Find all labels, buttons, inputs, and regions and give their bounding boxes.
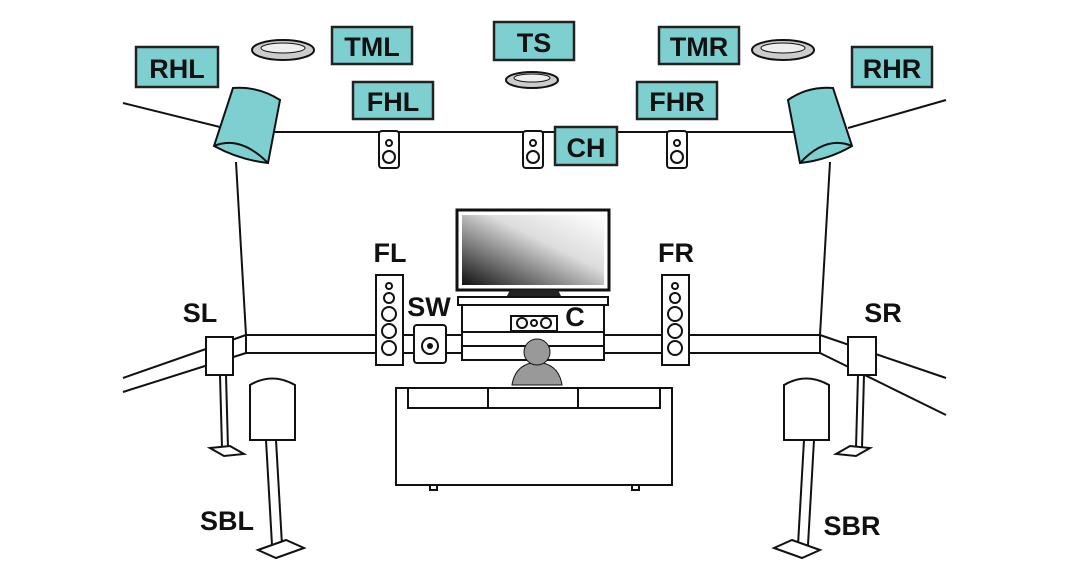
label-rhl: RHL bbox=[134, 45, 220, 89]
svg-text:TS: TS bbox=[517, 28, 552, 58]
tv bbox=[455, 208, 611, 298]
speaker-rhr bbox=[786, 86, 854, 165]
ceiling-speaker-tml bbox=[251, 39, 315, 61]
label-fhl: FHL bbox=[351, 80, 435, 121]
speaker-fl bbox=[375, 274, 404, 366]
speaker-fhr bbox=[666, 130, 688, 169]
label-rhr: RHR bbox=[850, 45, 934, 89]
label-fr: FR bbox=[658, 238, 694, 268]
speaker-sbr bbox=[771, 377, 830, 560]
speaker-sw bbox=[413, 324, 447, 364]
sofa bbox=[395, 387, 673, 491]
speaker-fhl bbox=[378, 130, 400, 169]
ceiling-speaker-tmr bbox=[751, 39, 815, 61]
label-c: C bbox=[565, 302, 585, 332]
ceiling-speaker-ts bbox=[505, 71, 559, 89]
label-tmr: TMR bbox=[657, 25, 741, 66]
label-sbr: SBR bbox=[823, 511, 880, 541]
svg-text:RHL: RHL bbox=[149, 54, 205, 84]
svg-text:CH: CH bbox=[567, 133, 606, 163]
label-sw: SW bbox=[407, 292, 451, 322]
svg-text:FHL: FHL bbox=[367, 87, 419, 117]
listener bbox=[511, 338, 563, 386]
label-tml: TML bbox=[330, 25, 414, 66]
svg-text:TMR: TMR bbox=[670, 32, 728, 62]
speaker-rhl bbox=[212, 86, 282, 165]
speaker-sbl bbox=[249, 377, 307, 560]
speaker-c bbox=[510, 315, 558, 332]
label-sbl: SBL bbox=[200, 506, 254, 536]
label-ch: CH bbox=[553, 125, 619, 167]
label-sl: SL bbox=[183, 298, 218, 328]
speaker-ch bbox=[522, 130, 544, 169]
speaker-sl bbox=[205, 336, 248, 458]
label-ts: TS bbox=[492, 20, 576, 62]
svg-text:TML: TML bbox=[344, 32, 399, 62]
speaker-fr bbox=[661, 274, 690, 366]
svg-text:RHR: RHR bbox=[863, 54, 922, 84]
svg-text:FHR: FHR bbox=[649, 87, 705, 117]
label-fl: FL bbox=[374, 238, 407, 268]
label-fhr: FHR bbox=[635, 80, 719, 121]
speaker-sr bbox=[832, 336, 877, 458]
label-sr: SR bbox=[864, 298, 902, 328]
